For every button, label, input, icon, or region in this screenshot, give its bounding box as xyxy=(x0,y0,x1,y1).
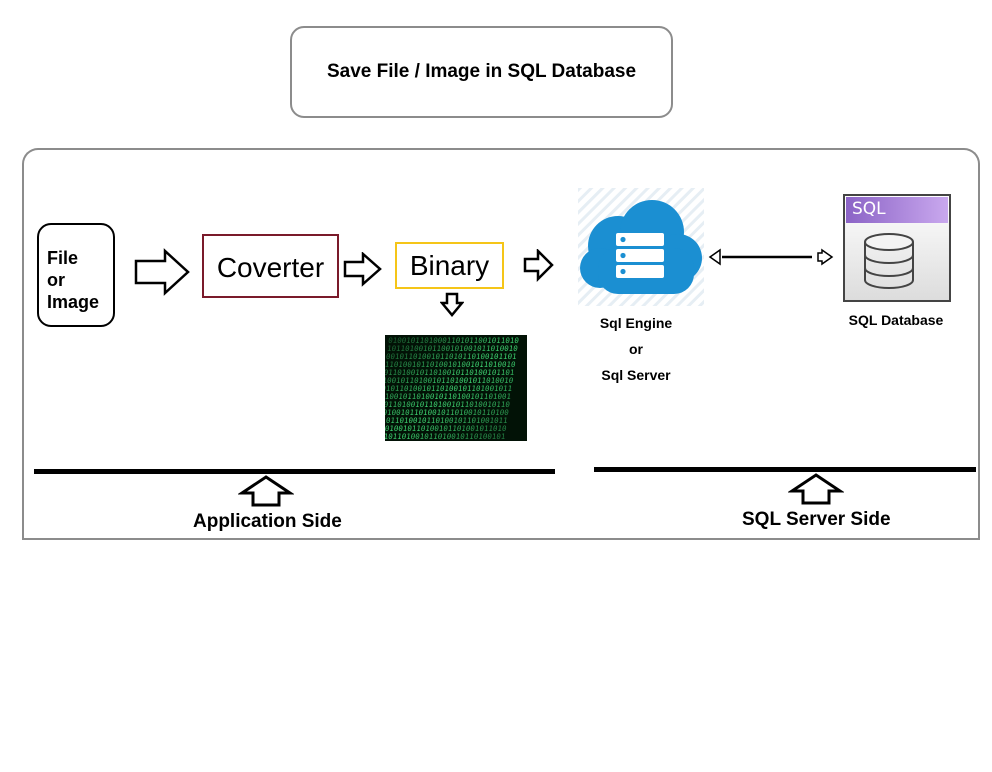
file-label: File xyxy=(47,248,79,268)
binary-digits-graphic: 01001011010001101011001011010 1011010010… xyxy=(385,335,527,441)
binary-node: Binary xyxy=(395,242,504,289)
image-label: Image xyxy=(47,292,100,312)
diagram-title: Save File / Image in SQL Database xyxy=(290,26,673,118)
sql-database-label: SQL Database xyxy=(848,312,944,328)
bidirectional-connector xyxy=(708,248,834,266)
arrow-down-icon xyxy=(440,292,464,317)
frame-bottom-line xyxy=(24,538,978,540)
arrow-right-icon xyxy=(523,249,554,283)
application-side-line xyxy=(34,469,555,474)
file-or-image-node: File or Image xyxy=(37,223,115,327)
cloud-server-icon xyxy=(578,188,704,306)
sql-engine-node xyxy=(578,188,704,306)
sql-server-side-label: SQL Server Side xyxy=(742,509,891,530)
sql-engine-text: Sql Engine xyxy=(599,315,673,331)
diagram-title-text: Save File / Image in SQL Database xyxy=(326,61,637,82)
sql-engine-label: Sql Engine or Sql Server xyxy=(580,310,692,388)
sql-server-text: Sql Server xyxy=(601,367,671,383)
arrow-left-icon xyxy=(708,248,721,266)
arrow-up-icon xyxy=(238,475,294,507)
arrow-right-icon xyxy=(134,248,190,296)
diagram-frame xyxy=(22,148,980,540)
or-label: or xyxy=(47,270,65,290)
converter-label: Coverter xyxy=(216,252,325,283)
binary-code-image: 01001011010001101011001011010 1011010010… xyxy=(385,335,527,441)
binary-label: Binary xyxy=(409,249,490,281)
sql-server-side-line xyxy=(594,467,976,472)
sql-database-node: SQL xyxy=(843,194,951,302)
converter-node: Coverter xyxy=(202,234,339,298)
arrow-right-icon xyxy=(817,248,834,266)
sql-badge-text: SQL xyxy=(852,199,886,219)
database-icon xyxy=(843,194,951,302)
application-side-label: Application Side xyxy=(193,511,342,532)
arrow-up-icon xyxy=(788,473,844,505)
arrow-right-icon xyxy=(343,252,382,287)
sql-engine-or-text: or xyxy=(629,341,643,357)
